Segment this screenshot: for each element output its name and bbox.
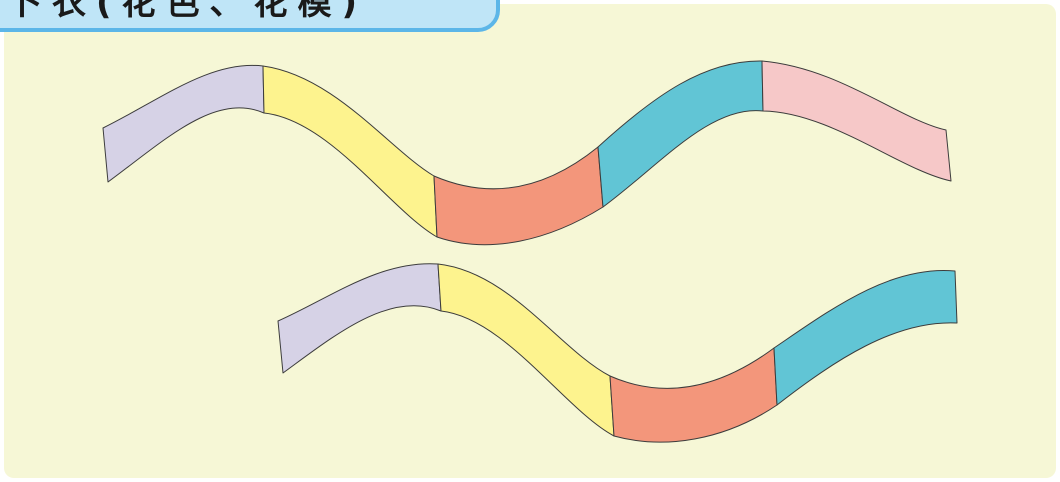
top-ribbon-segment-1 [103,65,264,182]
top-ribbon-segment-4 [598,61,763,207]
bottom-ribbon [278,264,957,442]
top-ribbon-segment-2 [263,66,437,237]
bottom-ribbon-segment-4 [774,270,957,405]
top-ribbon-segment-5 [762,61,951,181]
top-ribbon-segment-3 [434,147,603,245]
bottom-ribbon-segment-1 [278,264,441,373]
top-ribbon [103,61,951,245]
bottom-ribbon-segment-2 [438,264,614,436]
bottom-ribbon-segment-3 [610,348,777,442]
